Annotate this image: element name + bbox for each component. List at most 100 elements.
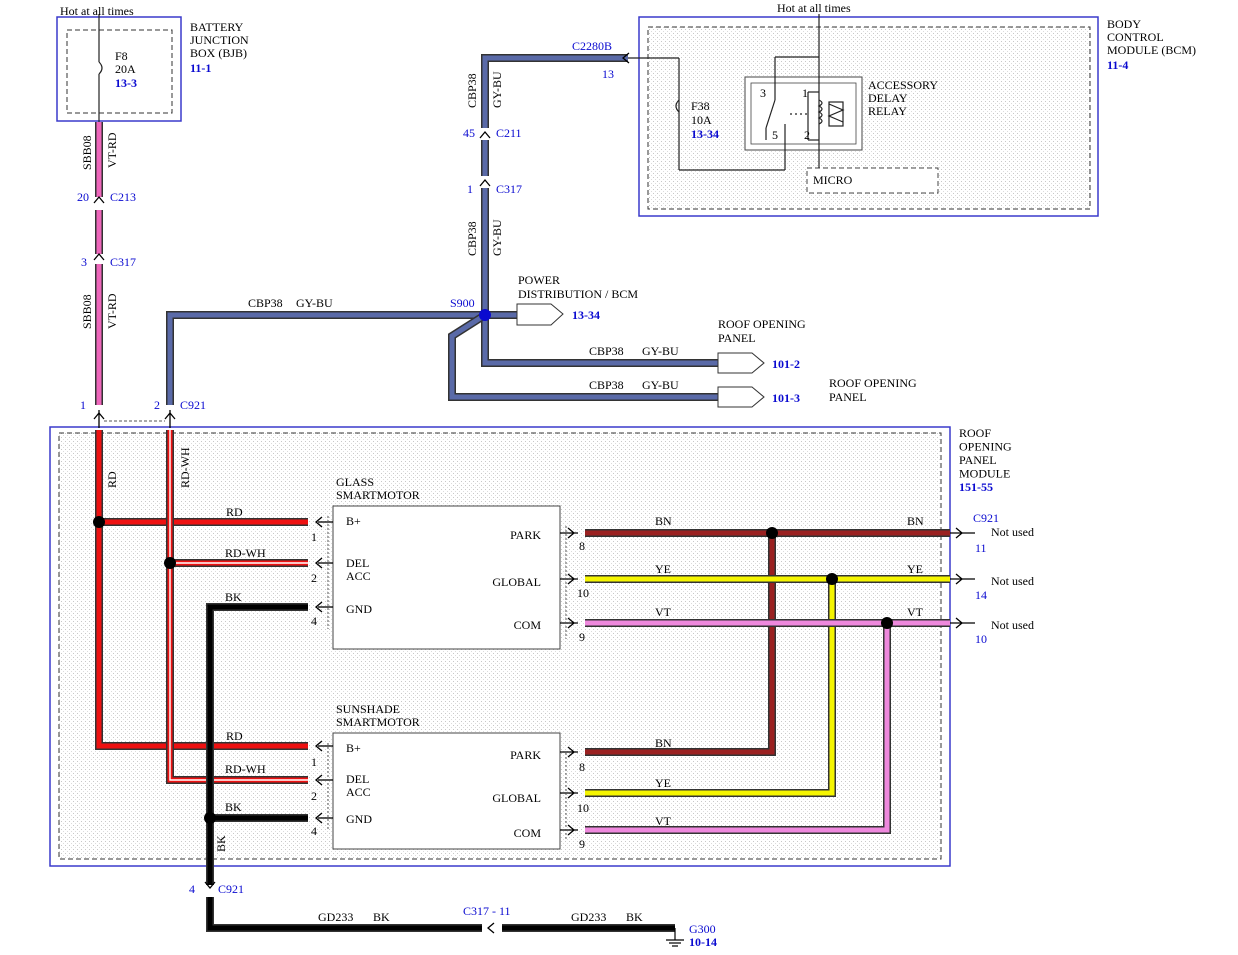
- glass-smartmotor-box: [332, 505, 561, 650]
- bk-glass: [207, 604, 308, 885]
- battery-junction-box: [56, 16, 182, 122]
- c211-arrow-icon: [479, 130, 491, 139]
- c921-pin-2: 2: [154, 398, 160, 412]
- ropm-rdwh-vertical: RD-WH: [178, 447, 192, 488]
- glass-gnd-pin-arrow-icon: [314, 601, 323, 613]
- c317-ground-label: C317 - 11: [463, 904, 511, 918]
- bjb-ref: 11-1: [190, 61, 211, 75]
- glass-pin-8: 8: [579, 539, 585, 553]
- bjb-hot-label: Hot at all times: [60, 4, 134, 18]
- glass-com-pin-arrow-icon: [567, 617, 576, 629]
- output-wire-vt: VT: [907, 605, 924, 619]
- roof-i-tag: [717, 386, 765, 408]
- ropm-bk-vertical: BK: [214, 835, 228, 852]
- bk-ground-run: [207, 897, 482, 931]
- glass-wire-rd: RD: [226, 505, 243, 519]
- glass-park-pin-arrow-icon: [567, 527, 576, 539]
- micro-label: MICRO: [813, 173, 853, 187]
- s900-splice-dot: [479, 309, 491, 321]
- output-wire-bn: BN: [907, 514, 924, 528]
- bk-left: BK: [373, 910, 390, 924]
- ropm-ref: 151-55: [959, 480, 993, 494]
- roof-a-circuit: CBP38: [589, 344, 624, 358]
- c2280b-pin: 13: [602, 67, 614, 81]
- bcm-fuse-name: F38: [691, 99, 710, 113]
- connector-glyphs: [93, 52, 975, 934]
- glass-pin-label-bplus: B+: [346, 514, 361, 528]
- micro-box: [806, 167, 939, 194]
- vt-sunshade: [585, 623, 890, 833]
- cbp38-to-roof-a: [482, 315, 718, 366]
- sunshade-pin-label-bplus: B+: [346, 741, 361, 755]
- gybu-lower: GY-BU: [490, 219, 504, 256]
- output-wire-ye: YE: [907, 562, 923, 576]
- bk-splice-dot: [204, 812, 216, 824]
- sunshade-pin-2: 2: [311, 789, 317, 803]
- vtrd-upper: VT-RD: [105, 132, 119, 168]
- bcm-fuse-ref: 13-34: [691, 127, 719, 141]
- glass-global-pin-arrow-icon: [567, 573, 576, 585]
- roof-a-tag: [717, 352, 765, 374]
- sbb08-lower: SBB08: [80, 294, 94, 329]
- rdwh-main-vertical-stripe: [169, 430, 308, 781]
- c317-center-label: C317: [496, 182, 522, 196]
- c213-arrow-icon: [93, 195, 105, 204]
- glass-pin-label-global: GLOBAL: [492, 575, 541, 589]
- sunshade-wire-rd: RD: [226, 729, 243, 743]
- roof-i-color: GY-BU: [642, 378, 679, 392]
- sbb08-upper: SBB08: [80, 135, 94, 170]
- sunshade-pin-label-com: COM: [514, 826, 542, 840]
- sunshade-pin-9: 9: [579, 837, 585, 851]
- gd233-left: GD233: [318, 910, 353, 924]
- output-pin-14: 14: [975, 588, 987, 602]
- glass-wire-rdwh: RD-WH: [225, 546, 266, 560]
- ropm-connector: C921: [973, 511, 999, 525]
- c2280b-label: C2280B: [572, 39, 612, 53]
- glass-pin-10: 10: [577, 586, 589, 600]
- sunshade-delacc-pin-arrow-icon: [314, 774, 323, 786]
- bcm-internal-wiring: [628, 14, 845, 171]
- sunshade-pin-10: 10: [577, 801, 589, 815]
- glass-pin-4: 4: [311, 614, 317, 628]
- body-control-module: [638, 16, 1099, 217]
- rd-splice-dot: [93, 516, 105, 528]
- bjb-fuse-amp: 20A: [115, 62, 136, 76]
- c921-bottom-label: C921: [218, 882, 244, 896]
- cbp38-to-c921: [167, 312, 485, 405]
- bcm-fuse-amp: 10A: [691, 113, 712, 127]
- output-pin-11: 11: [975, 541, 987, 555]
- terminal-tags: [516, 303, 765, 408]
- glass-pin-9: 9: [579, 630, 585, 644]
- bcm-hot-label: Hot at all times: [777, 1, 851, 15]
- glass-wire-bk: BK: [225, 590, 242, 604]
- cbp38-horizontal: CBP38: [248, 296, 283, 310]
- sunshade-wire-bk: BK: [225, 800, 242, 814]
- output-note-1: Not used: [991, 525, 1034, 539]
- c317-left-arrow-icon: [93, 252, 105, 261]
- sunshade-wire-bn: BN: [655, 736, 672, 750]
- output-note-3: Not used: [991, 618, 1034, 632]
- c2280b-arrow-icon: [621, 52, 630, 64]
- bn-splice-dot: [766, 527, 778, 539]
- glass-pin-2: 2: [311, 571, 317, 585]
- s900-label: S900: [450, 296, 475, 310]
- sunshade-wire-vt: VT: [655, 814, 672, 828]
- c317-left-pin: 3: [81, 255, 87, 269]
- sunshade-b-plus-pin-arrow-icon: [314, 740, 323, 752]
- roof-a-ref: 101-2: [772, 357, 800, 371]
- roof-i-ref: 101-3: [772, 391, 800, 405]
- bjb-fuse-name: F8: [115, 49, 128, 63]
- gybu-upper: GY-BU: [490, 71, 504, 108]
- relay-pin-3: 3: [760, 86, 766, 100]
- sunshade-wire-ye: YE: [655, 776, 671, 790]
- c213-label: C213: [110, 190, 136, 204]
